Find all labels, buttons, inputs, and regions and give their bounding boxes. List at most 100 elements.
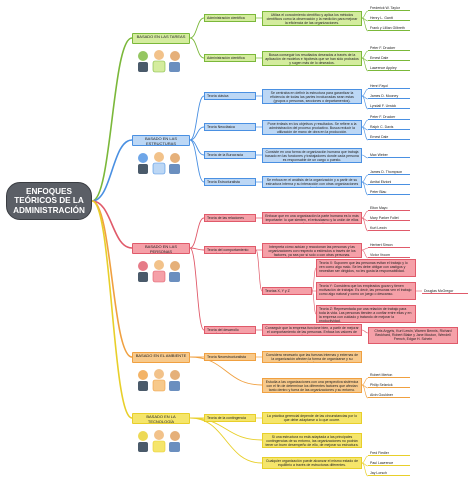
author-estructuras-0-2: Lyndall F. Urwick [368, 102, 410, 109]
connector-line [189, 37, 205, 59]
description-personas-2: Conseguir que la empresa funcione bien, … [262, 324, 362, 336]
connector-line [361, 217, 369, 232]
sub-topic-estructuras-2: Teoría de la Burocracia [204, 151, 256, 159]
author-estructuras-1-0: Peter F. Drucker [368, 113, 410, 120]
connector-line [311, 290, 317, 315]
connector-line [361, 57, 369, 72]
sub-topic-teorias-xyz: Teorías X, Y y Z [262, 287, 312, 295]
connector-line [189, 417, 263, 464]
personas-illustration-icon [134, 257, 184, 283]
description-tareas-1: Busca conseguir los resultados deseados … [262, 50, 362, 66]
branch-tecnologia: BASADO EN LA TECNOLOGÍA [132, 413, 190, 424]
author-estructuras-3-1: Amitai Etzioni [368, 178, 410, 185]
description-ambiente-0: Considera necesario que las fuerzas inte… [262, 351, 362, 363]
root-topic: ENFOQUES TEÓRICOS DE LA ADMINISTRACIÓN [6, 182, 92, 220]
connector-line [361, 181, 369, 196]
connector-line [311, 267, 317, 292]
branch-tareas: BASADO EN LAS TAREAS [132, 33, 190, 44]
sub-topic-estructuras-1: Teoría Neoclásica [204, 123, 256, 131]
description-tecnologia-1: Si una estructura no está adaptada a las… [262, 432, 362, 448]
description-ambiente-1: Estudia a las organizaciones con una per… [262, 377, 362, 393]
description-estructuras-1: Pone énfasis en los objetivos y resultad… [262, 119, 362, 135]
description-personas-0: Enfocar que en una organización la parte… [262, 212, 362, 224]
connector-line [189, 95, 205, 141]
connector-line [361, 17, 369, 32]
connector-line [255, 249, 263, 292]
author-tareas-0-1: Henry L. Gantt [368, 14, 410, 21]
author-personas-1-0: Herbert Simon [368, 241, 410, 248]
author-ambiente-1-2: Alvin Gouldner [368, 391, 410, 398]
branch-estructuras: BASADO EN LAS ESTRUCTURAS [132, 135, 190, 146]
connector-line [189, 247, 205, 331]
connector-line [189, 247, 205, 251]
description-estructuras-0: Se centraba en definir la estructura par… [262, 88, 362, 104]
author-estructuras-0-1: James D. Mooney [368, 92, 410, 99]
author-estructuras-3-2: Peter Blau [368, 188, 410, 195]
sub-topic-estructuras-0: Teoría clásica [204, 92, 256, 100]
connector-line [361, 126, 369, 141]
teoria-z-description: Teoría Z: Representada por una relación … [316, 305, 416, 323]
author-personas-0-1: Mary Parker Follet [368, 214, 410, 221]
author-personas-0-0: Elton Mayo [368, 204, 410, 211]
connector-line [361, 247, 369, 251]
description-estructuras-3: Se enfoca en el análisis de la organizac… [262, 176, 362, 188]
author-tareas-1-0: Peter F. Drucker [368, 44, 410, 51]
author-tareas-0-0: Frederick W. Taylor [368, 4, 410, 11]
tecnologia-illustration-icon [134, 427, 184, 453]
connector-line [361, 95, 369, 110]
connector-line [91, 139, 133, 202]
author-estructuras-1-2: Ernest Dale [368, 133, 410, 140]
connector-line [189, 139, 205, 183]
author-tecnologia-2-0: Fred Fiedler [368, 449, 410, 456]
teoria-x-description: Teoría X: Suponen que las personas evita… [316, 259, 416, 277]
connector-line [189, 217, 205, 249]
author-estructuras-3-0: James D. Thompson [368, 168, 410, 175]
branch-ambiente: BASADO EN EL AMBIENTE [132, 352, 190, 363]
author-estructuras-1-1: Ralph C. Davis [368, 123, 410, 130]
connector-line [189, 417, 263, 441]
description-tecnologia-2: Cualquier organización puede alcanzar el… [262, 457, 362, 469]
connector-line [91, 200, 133, 249]
description-estructuras-2: Consiste en una forma de organización hu… [262, 147, 362, 163]
sub-topic-tecnologia-0: Teoría de la contingencia [204, 414, 256, 422]
author-ambiente-1-1: Philip Selznick [368, 381, 410, 388]
connector-line [361, 384, 369, 399]
branch-personas: BASADO EN LAS PERSONAS [132, 243, 190, 254]
tareas-illustration-icon [134, 47, 184, 73]
description-tecnologia-0: La práctica gerencial depende de las cir… [262, 412, 362, 424]
sub-topic-tareas-0: Administración científica [204, 14, 256, 22]
connector-line [189, 126, 205, 141]
connector-line [189, 356, 263, 386]
sub-topic-tareas-1: Administración científica [204, 54, 256, 62]
author-estructuras-2-0: Max Weber [368, 151, 410, 158]
connector-line [361, 462, 369, 477]
teoria-y-description: Teoría Y: Considera que los empleados go… [316, 282, 416, 300]
author-douglas-mcgregor: Douglas McGregor [422, 287, 468, 294]
description-personas-1: Interpreta cómo actúan y reaccionan las … [262, 242, 362, 258]
connector-line [91, 200, 133, 419]
ambiente-illustration-icon [134, 366, 184, 392]
author-personas-0-2: Kurt Lewin [368, 224, 410, 231]
connector-line [361, 329, 369, 334]
estructuras-illustration-icon [134, 149, 184, 175]
author-tecnologia-2-1: Paul Lawrence [368, 459, 410, 466]
sub-topic-ambiente-0: Teoría Neoestructuralista [204, 353, 256, 361]
author-ambiente-1-0: Robert Merton [368, 371, 410, 378]
description-tareas-0: Utiliza el conocimiento científico y apl… [262, 10, 362, 26]
author-personas-2-0: Chris Argyris, Kurt Lewin, Warren Bennis… [368, 327, 458, 344]
connector-line [91, 37, 133, 202]
author-personas-1-1: Victor Vroom [368, 251, 410, 258]
sub-topic-estructuras-3: Teoría Estructuralista [204, 178, 256, 186]
sub-topic-personas-0: Teoría de las relaciones humanas [204, 214, 256, 222]
author-estructuras-0-0: Henri Fayol [368, 82, 410, 89]
connector-line [189, 17, 205, 39]
author-tareas-1-1: Ernest Dale [368, 54, 410, 61]
sub-topic-personas-1: Teoría del comportamiento organizacional [204, 246, 256, 254]
author-tecnologia-2-2: Jay Lorsch [368, 469, 410, 476]
author-tareas-0-2: Frank y Lillian Gilbreth [368, 24, 410, 31]
connector-line [361, 154, 369, 159]
author-tareas-1-2: Lawrence Appley [368, 64, 410, 71]
connector-line [361, 249, 369, 259]
sub-topic-personas-2: Teoría del desarrollo organizacional [204, 326, 256, 334]
